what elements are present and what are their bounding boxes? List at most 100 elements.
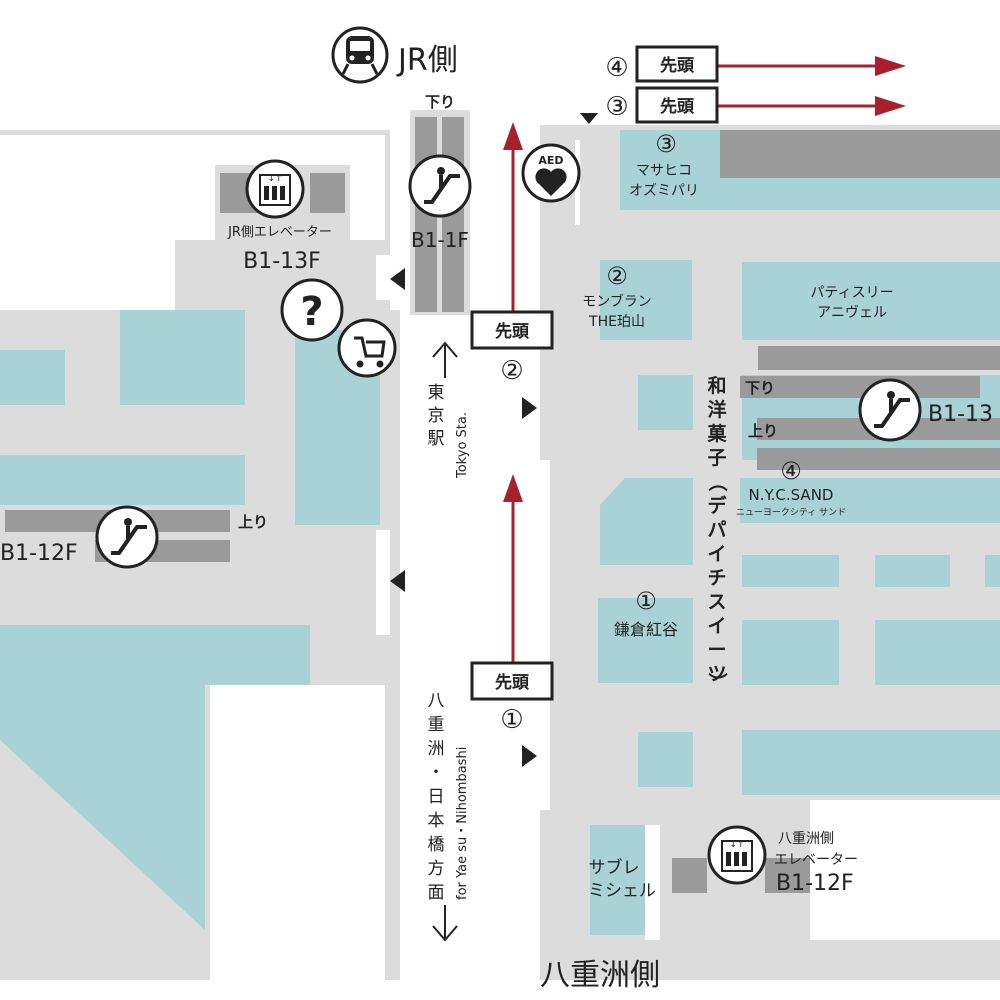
- entrance-marker-icon: [522, 745, 537, 767]
- escalator-icon: [95, 505, 159, 569]
- shop-number: ②: [606, 262, 628, 290]
- elevator-icon: ↓↑: [245, 159, 305, 219]
- yaesu-direction-char: 面: [428, 883, 445, 903]
- svg-text:↓↑: ↓↑: [267, 174, 282, 184]
- shop-name-line1: モンブラン: [582, 293, 652, 310]
- yaesu-direction-en: for Yae su・Nihombashi: [455, 747, 470, 900]
- aed-icon: AED: [521, 143, 581, 203]
- elevator-icon: ↓↑: [707, 825, 767, 885]
- leader-box-1: 先頭 ①: [470, 661, 554, 735]
- category-label-wagashi-depaichi: 和 洋 菓 子 （ デ パ イ チ ス イ ー ツ ）: [706, 374, 729, 692]
- yaesu-direction-char: 重: [428, 715, 445, 735]
- shop-number: ④: [780, 457, 802, 485]
- category-char: （: [706, 472, 729, 491]
- category-char: ）: [706, 672, 729, 691]
- yaesu-direction-char: 八: [428, 691, 445, 711]
- yaesu-elevator-label-2: エレベーター: [774, 852, 858, 868]
- shop-name-line1: マサヒコ: [636, 163, 692, 179]
- entrance-marker-icon: [522, 397, 537, 419]
- yaesu-elevator-label-1: 八重洲側: [778, 831, 834, 847]
- tokyo-station-char: 京: [428, 406, 445, 426]
- shop-montblanc-the-hakusan: ② モンブラン THE珀山: [582, 262, 652, 330]
- shop-name-line1: N.Y.C.SAND: [749, 486, 834, 504]
- right-escalator-up-label: 上り: [748, 422, 778, 440]
- jr-elevator-label: JR側エレベーター: [227, 225, 332, 240]
- svg-text:↓↑: ↓↑: [729, 840, 744, 850]
- shop-name-line2: THE珀山: [588, 314, 645, 330]
- category-char: 和: [707, 374, 726, 397]
- leader-route-4: [718, 56, 906, 76]
- leader-box-4: ④ 先頭: [605, 45, 719, 83]
- shop-number: ③: [655, 130, 677, 158]
- shop-sablé-michelle: サブレ ミシェル: [588, 857, 656, 901]
- yaesu-elevator-floors: B1-12F: [776, 871, 854, 896]
- right-escalator-down-label: 下り: [745, 379, 775, 397]
- shop-nyc-sand: ④ N.Y.C.SAND ニューヨークシティ サンド: [736, 457, 846, 518]
- category-char: 子: [707, 447, 726, 469]
- escalator-floors-label: B1-1F: [411, 228, 469, 252]
- category-char: デ: [707, 494, 727, 517]
- shop-name-line2: ミシェル: [588, 881, 656, 901]
- yaesu-direction-char: 洲: [428, 739, 445, 759]
- aed-label: AED: [538, 154, 563, 167]
- category-char: イ: [707, 615, 726, 637]
- category-char: パ: [707, 519, 726, 541]
- shop-name-line2: オズミパリ: [629, 183, 699, 199]
- entrance-marker-icon: [390, 268, 405, 290]
- jr-elevator-floors: B1-13F: [243, 249, 321, 274]
- leader-box-label: 先頭: [660, 96, 695, 117]
- shop-name-line1: 鎌倉紅谷: [614, 620, 678, 639]
- category-char: チ: [707, 567, 726, 589]
- leader-route-3: [718, 96, 906, 116]
- stroller-rental-icon: [337, 318, 397, 378]
- escalator-icon: [408, 154, 472, 218]
- category-char: ス: [707, 591, 726, 613]
- left-escalator-floors: B1-12F: [0, 541, 78, 566]
- yaesu-direction-char: 本: [428, 811, 445, 831]
- direction-yaesu-nihombashi: 八 重 洲 ・ 日 本 橋 方 面 for Yae su・Nihombashi: [428, 691, 470, 942]
- shop-number: ①: [635, 587, 657, 615]
- leader-box-2: 先頭 ②: [470, 310, 554, 386]
- leader-number-1: ①: [500, 705, 523, 735]
- shop-name-line2: アニヴェル: [817, 304, 887, 321]
- tokyo-station-en: Tokyo Sta.: [455, 412, 470, 479]
- category-char: ー: [707, 639, 726, 661]
- yaesu-direction-char: 日: [428, 787, 445, 807]
- shop-name-line1: サブレ: [589, 857, 640, 878]
- category-char: 洋: [707, 398, 726, 421]
- category-char: ツ: [707, 663, 726, 685]
- leader-route-1: [503, 474, 523, 665]
- tokyo-station-char: 駅: [428, 429, 445, 449]
- leader-box-3: ③ 先頭: [580, 86, 719, 124]
- leader-number-3: ③: [605, 92, 628, 122]
- left-building: [0, 130, 400, 980]
- shop-name-line1: パティスリー: [810, 285, 893, 301]
- shop-name-line2: ニューヨークシティ サンド: [736, 507, 846, 518]
- leader-number-4: ④: [605, 53, 628, 83]
- information-icon: ?: [280, 278, 344, 342]
- entrance-marker-icon: [390, 570, 405, 592]
- shop-masahiko-ozumi-paris: ③ マサヒコ オズミパリ: [629, 130, 699, 199]
- leader-number-2: ②: [500, 356, 523, 386]
- escalator-icon: [858, 378, 922, 442]
- leader-box-label: 先頭: [660, 55, 695, 76]
- jr-side-header: JR側: [331, 26, 458, 84]
- yaesu-direction-char: ・: [428, 763, 445, 783]
- category-char: 菓: [706, 422, 727, 445]
- question-mark: ?: [300, 289, 323, 335]
- escalator-down-label: 下り: [425, 93, 455, 111]
- tokyo-station-char: 東: [428, 383, 445, 403]
- left-escalator-up-label: 上り: [238, 513, 268, 531]
- right-building: [535, 125, 1000, 980]
- yaesu-direction-char: 橋: [428, 835, 445, 855]
- shop-patisserie-anniversaire: パティスリー アニヴェル: [810, 285, 893, 321]
- yaesu-direction-char: 方: [428, 859, 445, 879]
- yaesu-side-label: 八重洲側: [540, 958, 660, 993]
- category-char: イ: [707, 543, 726, 565]
- leader-box-label: 先頭: [495, 321, 530, 342]
- right-escalator-floors: B1-13: [928, 402, 993, 427]
- direction-tokyo-station: 東 京 駅 Tokyo Sta.: [428, 341, 470, 479]
- shop-kamakura-beniya: ① 鎌倉紅谷: [614, 587, 678, 639]
- leader-route-2: [503, 122, 523, 315]
